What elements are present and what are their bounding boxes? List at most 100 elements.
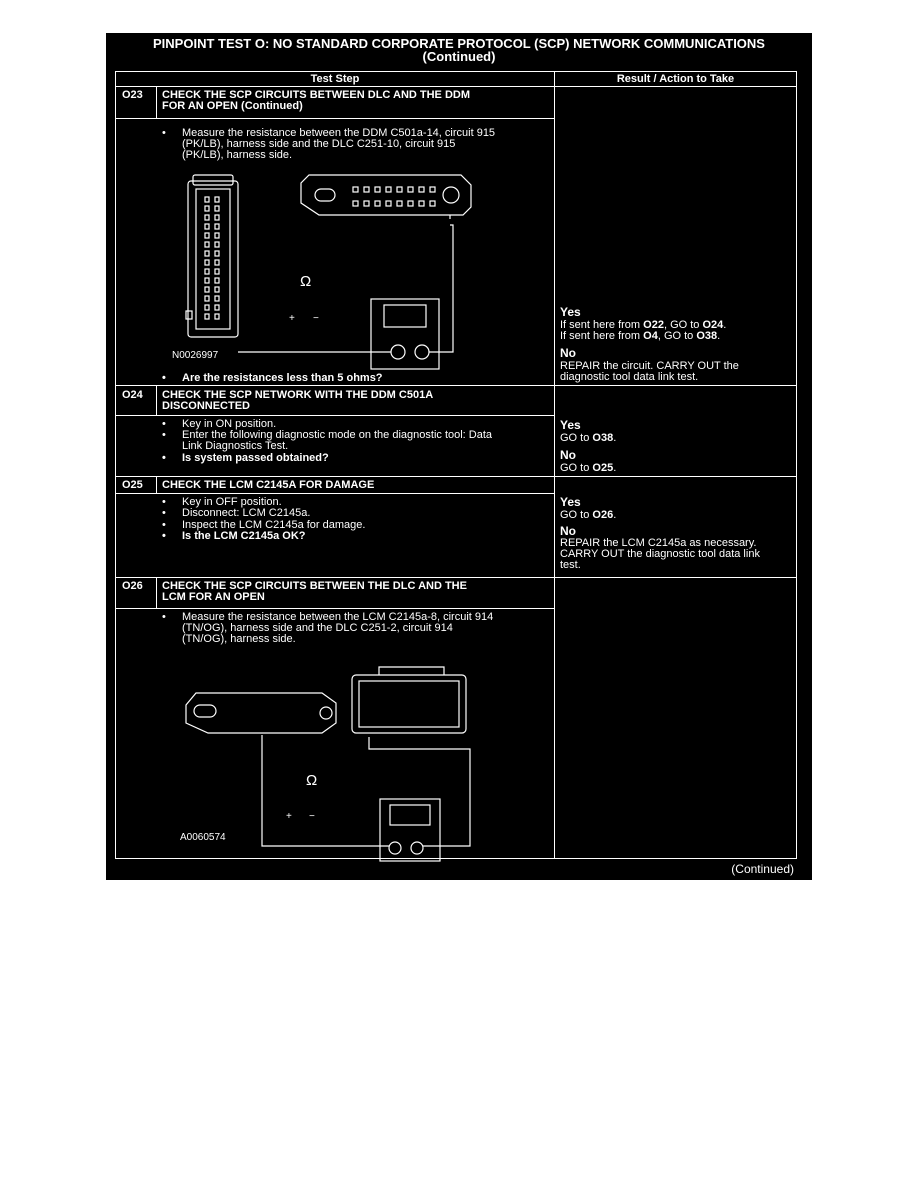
ddm-pin: [204, 268, 210, 275]
header-result: Result / Action to Take: [616, 73, 735, 85]
o23-yes-line-2: If sent here from O4, GO to O38.: [560, 331, 720, 342]
ohmmeter-icon: [370, 298, 440, 370]
pinpoint-test-sheet: PINPOINT TEST O: NO STANDARD CORPORATE P…: [106, 33, 812, 880]
ddm-pin: [204, 205, 210, 212]
o25-no-text: REPAIR the LCM C2145a as necessary. CARR…: [560, 537, 760, 571]
o25-yes-text: GO to O26.: [560, 510, 616, 521]
ddm-pin: [204, 250, 210, 257]
o23-yes-label: Yes: [560, 305, 581, 319]
dlc-pin: [374, 200, 381, 207]
ref-o24: O24: [702, 319, 724, 331]
ref-o26: O26: [592, 509, 614, 521]
title-line-1: PINPOINT TEST O: NO STANDARD CORPORATE P…: [153, 36, 765, 51]
o25-step-title: CHECK THE LCM C2145A FOR DAMAGE: [162, 479, 375, 491]
o26-step-title: CHECK THE SCP CIRCUITS BETWEEN THE DLC A…: [162, 580, 467, 603]
ddm-pin: [214, 241, 220, 248]
ref-o22: O22: [643, 319, 664, 331]
dlc-pin: [429, 186, 436, 193]
o26-wiring-diagram: [185, 666, 471, 862]
lcm-connector-icon: [351, 674, 467, 734]
o25-yes-label: Yes: [560, 495, 581, 509]
o23-figure-id: N0026997: [172, 350, 219, 361]
o25-key-off-text: Key in OFF position.: [182, 496, 282, 508]
dlc-pin: [385, 186, 392, 193]
o26-plus-symbol: +: [286, 811, 292, 822]
o26-measure-text: Measure the resistance between the LCM C…: [182, 611, 494, 645]
ddm-pin: [204, 304, 210, 311]
o23-wiring-diagram: [185, 174, 472, 370]
ddm-pin: [204, 241, 210, 248]
ddm-pin: [214, 259, 220, 266]
text: GO to: [560, 509, 593, 521]
dlc-pin: [363, 200, 370, 207]
ddm-pin: [214, 205, 220, 212]
o23-measure-text: Measure the resistance between the DDM C…: [182, 127, 496, 161]
ref-o4: O4: [643, 330, 658, 342]
bullet-dot: •: [162, 519, 166, 531]
o25-disconnect-text: Disconnect: LCM C2145a.: [182, 507, 311, 519]
o26-figure-id: A0060574: [180, 832, 226, 843]
o23-step-title: CHECK THE SCP CIRCUITS BETWEEN DLC AND T…: [162, 89, 471, 112]
ref-o25: O25: [592, 462, 614, 474]
ddm-pin: [204, 214, 210, 221]
dlc-pin: [352, 200, 359, 207]
ddm-pin: [214, 304, 220, 311]
ref-o38: O38: [696, 330, 718, 342]
ddm-pin: [214, 196, 220, 203]
o24-yes-label: Yes: [560, 418, 581, 432]
text: GO to: [560, 462, 593, 474]
ddm-pin: [214, 277, 220, 284]
o24-no-text: GO to O25.: [560, 463, 616, 474]
o24-yes-text: GO to O38.: [560, 433, 616, 444]
text: .: [723, 319, 727, 331]
o23-step-number: O23: [122, 89, 143, 101]
ddm-pin: [204, 196, 210, 203]
o25-step-number: O25: [122, 479, 143, 491]
o24-no-label: No: [560, 448, 576, 462]
ddm-pin: [204, 286, 210, 293]
ddm-pin: [214, 214, 220, 221]
page-title: PINPOINT TEST O: NO STANDARD CORPORATE P…: [106, 37, 812, 63]
bullet-dot: •: [162, 611, 166, 623]
text: .: [613, 432, 617, 444]
bullet-dot: •: [162, 507, 166, 519]
ddm-pin: [214, 268, 220, 275]
bullet-dot: •: [162, 429, 166, 441]
o25-body-cell: [115, 493, 555, 578]
header-test-step: Test Step: [310, 73, 360, 85]
text: GO to: [560, 432, 593, 444]
ddm-pin: [204, 232, 210, 239]
ddm-pin: [214, 286, 220, 293]
bullet-dot: •: [162, 530, 166, 542]
dlc-pin: [352, 186, 359, 193]
bullet-dot: •: [162, 496, 166, 508]
o25-question-text: Is the LCM C2145a OK?: [182, 530, 306, 542]
dlc-pin: [418, 186, 425, 193]
dlc-pin: [363, 186, 370, 193]
o23-minus-symbol: −: [313, 313, 319, 324]
o24-diag-mode-text: Enter the following diagnostic mode on t…: [182, 429, 493, 452]
text: .: [613, 509, 617, 521]
o23-ohm-symbol: Ω: [300, 273, 312, 290]
title-line-2: (Continued): [422, 49, 496, 64]
ddm-pin: [214, 250, 220, 257]
o23-no-label: No: [560, 346, 576, 360]
ddm-pin: [204, 259, 210, 266]
o26-result-cell: [554, 577, 797, 859]
ddm-pin: [204, 223, 210, 230]
text: .: [613, 462, 617, 474]
ddm-pin: [204, 295, 210, 302]
text: If sent here from: [560, 319, 644, 331]
dlc-pin: [429, 200, 436, 207]
text: If sent here from: [560, 330, 644, 342]
dlc-pin: [374, 186, 381, 193]
o23-plus-symbol: +: [289, 313, 295, 324]
ddm-pin: [214, 313, 220, 320]
o24-key-on-text: Key in ON position.: [182, 418, 277, 430]
dlc-pin: [396, 186, 403, 193]
o23-no-text: REPAIR the circuit. CARRY OUT the diagno…: [560, 360, 739, 383]
o26-ohm-symbol: Ω: [306, 772, 318, 789]
bullet-dot: •: [162, 452, 166, 464]
ddm-pin: [214, 295, 220, 302]
dlc-pin: [418, 200, 425, 207]
